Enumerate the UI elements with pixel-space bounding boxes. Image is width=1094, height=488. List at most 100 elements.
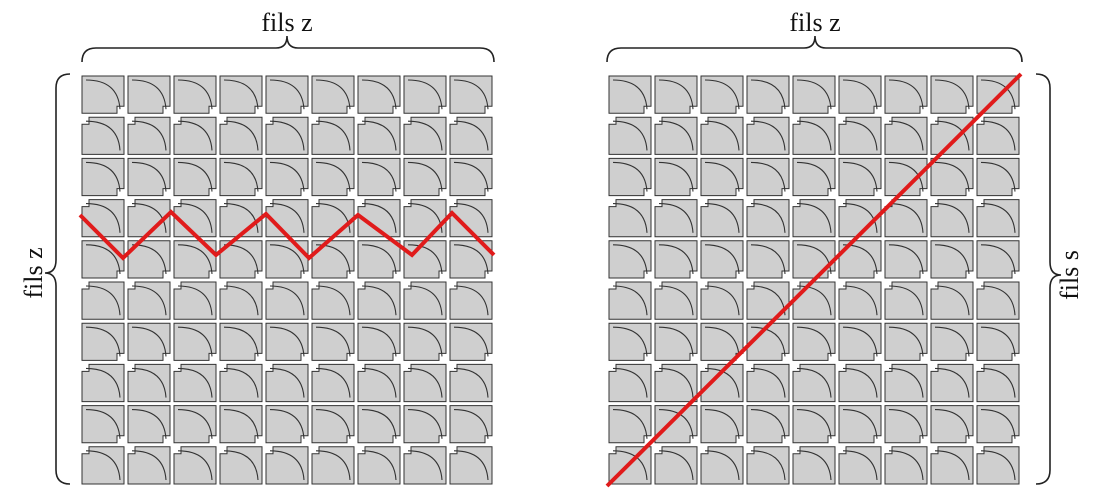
weave-tile (127, 116, 171, 155)
weave-tile (884, 446, 928, 485)
weave-strand-arc (177, 450, 213, 481)
weave-tile (608, 116, 652, 155)
weave-tile (884, 363, 928, 403)
weave-strand-arc (177, 367, 213, 398)
weave-tile (311, 240, 355, 279)
weave-strand-arc (223, 409, 259, 439)
weave-tile (746, 446, 790, 485)
weave-tile (449, 405, 493, 444)
weave-tile (403, 157, 447, 197)
weave-tile (654, 446, 698, 485)
left-weave-tiles (81, 75, 493, 485)
weave-strand-arc (361, 79, 397, 110)
weave-strand-arc (223, 326, 259, 357)
weave-strand-arc (131, 161, 167, 192)
weave-strand-arc (453, 450, 489, 481)
weave-strand-arc (796, 79, 832, 110)
weave-strand-arc (704, 79, 740, 110)
weave-tile (608, 363, 652, 403)
weave-tile (976, 281, 1020, 320)
weave-strand-arc (361, 450, 397, 481)
weave-strand-arc (888, 367, 924, 398)
weave-tile (930, 157, 974, 197)
weave-tile (219, 363, 263, 403)
weave-strand-arc (796, 409, 832, 439)
weave-tile (265, 405, 309, 444)
weave-tile (930, 363, 974, 403)
weave-strand-arc (658, 367, 694, 398)
weave-strand-arc (934, 450, 970, 481)
weave-strand-arc (269, 409, 305, 439)
weave-strand-arc (177, 120, 213, 151)
weave-tile (403, 116, 447, 155)
weave-tile (449, 240, 493, 279)
weave-tile (930, 240, 974, 279)
weave-tile (976, 446, 1020, 485)
weave-strand-arc (453, 367, 489, 398)
weave-tile (219, 240, 263, 279)
weave-strand-arc (85, 120, 121, 151)
weave-strand-arc (85, 367, 121, 398)
weave-tile (792, 157, 836, 197)
weave-tile (403, 363, 447, 403)
weave-tile (930, 199, 974, 238)
weave-tile (792, 75, 836, 114)
weave-strand-arc (177, 203, 213, 233)
weave-strand-arc (980, 326, 1016, 357)
weave-strand-arc (704, 450, 740, 481)
weave-strand-arc (842, 450, 878, 481)
weave-strand-arc (453, 285, 489, 316)
weave-tile (976, 240, 1020, 279)
weave-tile (81, 75, 125, 114)
weave-tile (357, 240, 401, 279)
weave-strand-arc (888, 203, 924, 233)
weave-tile (884, 116, 928, 155)
weave-tile (449, 116, 493, 155)
weave-strand-arc (269, 120, 305, 151)
weave-tile (746, 199, 790, 238)
weave-tile (357, 446, 401, 485)
weave-strand-arc (315, 285, 351, 316)
weave-strand-arc (980, 367, 1016, 398)
weave-tile (173, 363, 217, 403)
weave-tile (700, 157, 744, 197)
weave-tile (838, 446, 882, 485)
weave-strand-arc (888, 285, 924, 316)
weave-strand-arc (453, 244, 489, 275)
weave-strand-arc (704, 120, 740, 151)
weave-tile (449, 157, 493, 197)
weave-strand-arc (658, 285, 694, 316)
weave-tile (700, 405, 744, 444)
weave-strand-arc (704, 285, 740, 316)
weave-strand-arc (658, 450, 694, 481)
weave-strand-arc (85, 285, 121, 316)
weave-tile (792, 446, 836, 485)
weave-tile (654, 363, 698, 403)
weave-tile (265, 116, 309, 155)
weave-strand-arc (704, 244, 740, 275)
weave-strand-arc (407, 450, 443, 481)
weave-strand-arc (223, 367, 259, 398)
weave-strand-arc (658, 203, 694, 233)
weave-strand-arc (658, 244, 694, 275)
weave-strand-arc (796, 285, 832, 316)
left-panel: fils z fils z (19, 8, 496, 486)
weave-tile (608, 281, 652, 320)
weave-tile (608, 322, 652, 361)
weave-strand-arc (842, 79, 878, 110)
weave-strand-arc (934, 409, 970, 439)
weave-tile (654, 240, 698, 279)
weave-strand-arc (658, 326, 694, 357)
weave-tile (357, 363, 401, 403)
weave-strand-arc (361, 244, 397, 275)
weave-strand-arc (750, 450, 786, 481)
weave-tile (265, 240, 309, 279)
weave-strand-arc (315, 161, 351, 192)
weave-strand-arc (315, 409, 351, 439)
weave-strand-arc (407, 161, 443, 192)
weave-strand-arc (612, 326, 648, 357)
weave-strand-arc (177, 326, 213, 357)
weave-tile (608, 240, 652, 279)
weave-tile (357, 405, 401, 444)
weave-strand-arc (842, 367, 878, 398)
